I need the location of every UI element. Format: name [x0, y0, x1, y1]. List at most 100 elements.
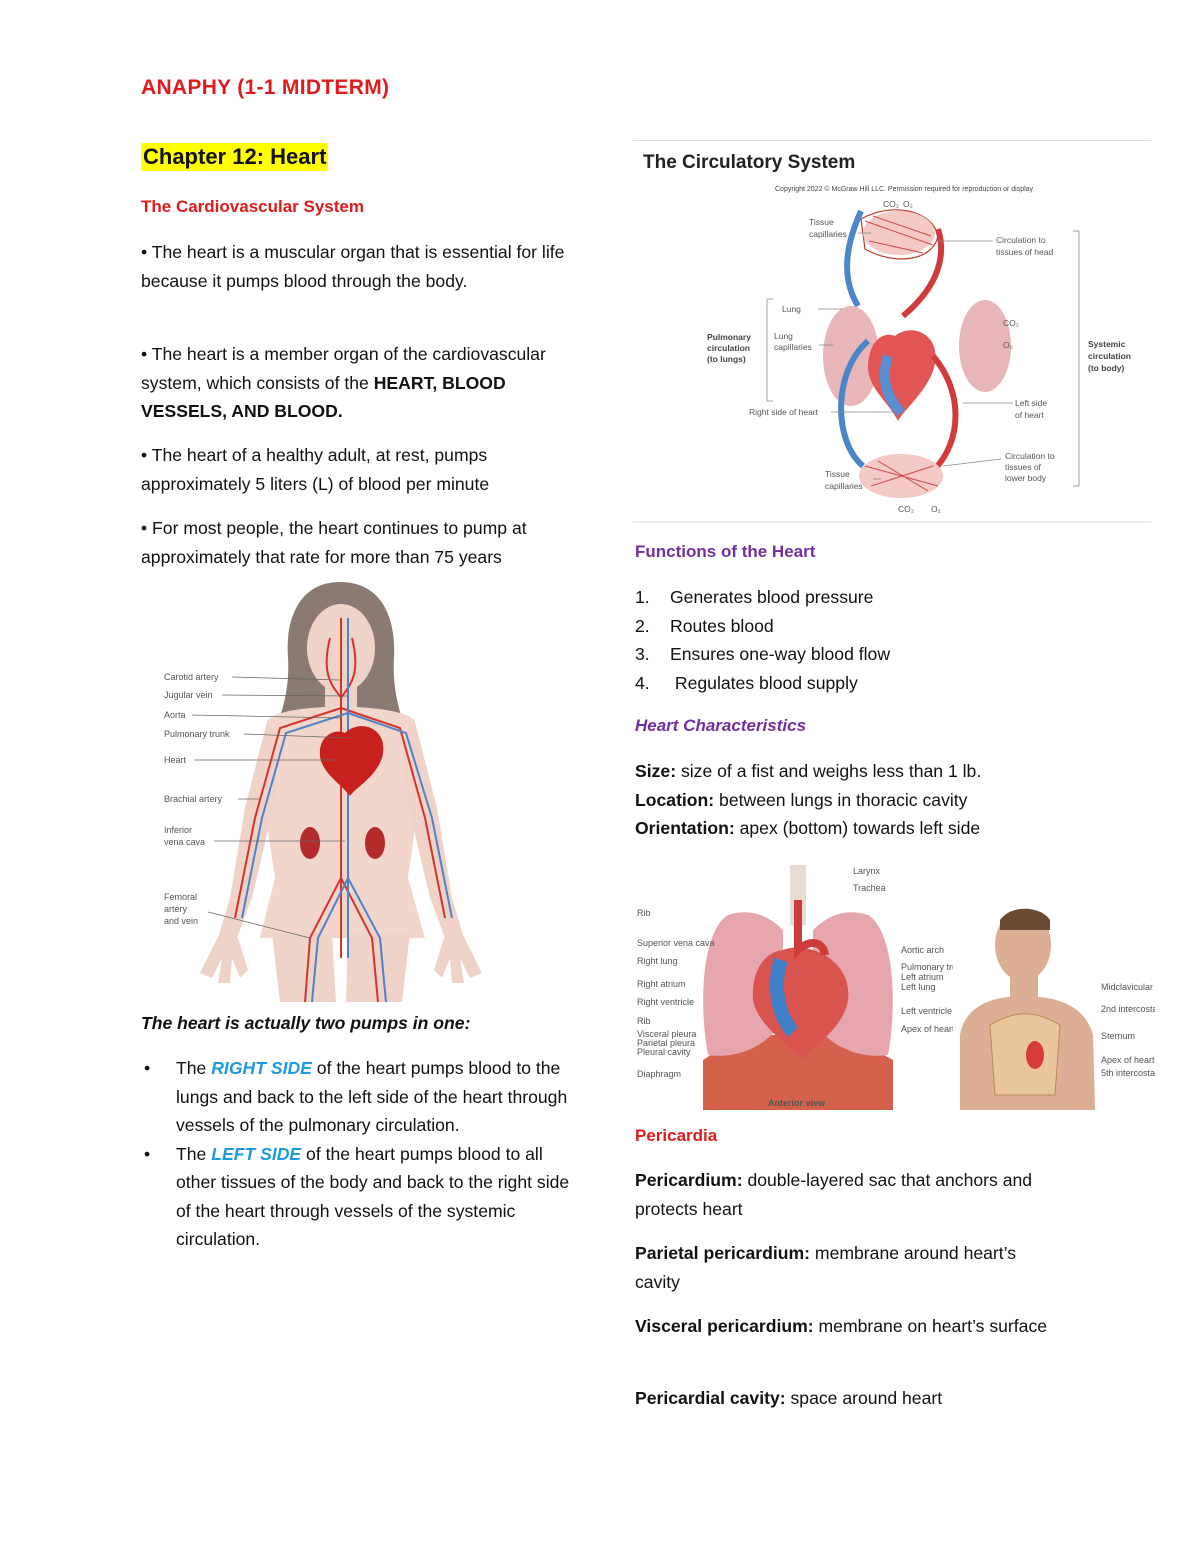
- char-text: between lungs in thoracic cavity: [714, 789, 968, 810]
- circ-figure-title: The Circulatory System: [643, 152, 855, 173]
- two-pumps-item-left: • The LEFT SIDE of the heart pumps blood …: [141, 1140, 571, 1254]
- cardio-paragraph-4: • For most people, the heart continues t…: [141, 518, 527, 567]
- circ-label-systemic-1: Systemic: [1088, 339, 1126, 349]
- char-label: Location:: [635, 789, 715, 810]
- peri-label: Pericardial cavity:: [635, 1388, 786, 1408]
- right-side-highlight: RIGHT SIDE: [211, 1058, 312, 1078]
- function-text: Ensures one-way blood flow: [670, 644, 891, 664]
- bullet-icon: •: [144, 1143, 151, 1164]
- thorax-left-label: Rib: [637, 1016, 651, 1026]
- thorax-left-label: Right ventricle: [637, 997, 694, 1007]
- circ-label-pulmonary-2: circulation: [707, 343, 750, 353]
- thorax-right-label: Pulmonary trunk: [901, 962, 953, 972]
- thorax-anterior-figure: Rib Superior vena cava Right lung Right …: [633, 860, 953, 1110]
- circ-co2-bottom: CO₂: [898, 504, 914, 514]
- thorax-right-label: Aortic arch: [901, 945, 944, 955]
- thorax-left-label: Pleural cavity: [637, 1047, 691, 1057]
- circ-label-right-heart: Right side of heart: [749, 407, 819, 417]
- body-label-heart: Heart: [164, 755, 187, 765]
- thorax-left-label: Superior vena cava: [637, 938, 715, 948]
- pericardia-heading: Pericardia: [635, 1126, 718, 1145]
- char-orientation: Orientation: apex (bottom) towards left …: [635, 814, 1075, 843]
- circ-label-head-2: tissues of head: [996, 247, 1053, 257]
- characteristics-heading: Heart Characteristics: [635, 716, 807, 735]
- thorax-man-figure: Midclavicular line 2nd intercostal space…: [955, 905, 1155, 1110]
- two-pumps-item-right: • The RIGHT SIDE of the heart pumps blood…: [141, 1054, 571, 1140]
- function-item: 2.Routes blood: [635, 615, 774, 636]
- circulatory-system-figure: The Circulatory System Copyright 2022 © …: [633, 140, 1151, 523]
- circ-label-lung-cap-1: Lung: [774, 331, 793, 341]
- body-label-jugular: Jugular vein: [164, 690, 213, 700]
- char-label: Size:: [635, 761, 677, 781]
- body-label-femoral-3: and vein: [164, 916, 198, 926]
- peri-text: double-layered sac that anchors and prot…: [635, 1170, 1033, 1219]
- function-text: Regulates blood supply: [670, 672, 858, 693]
- circ-label-lower-1: Circulation to: [1005, 451, 1055, 461]
- man-label: Midclavicular line: [1101, 982, 1155, 992]
- body-label-aorta: Aorta: [164, 710, 186, 720]
- function-item: 1.Generates blood pressure: [635, 587, 874, 607]
- thorax-left-label: Right atrium: [637, 979, 686, 989]
- body-label-brachial: Brachial artery: [164, 794, 223, 804]
- pericardium-row: Pericardium: double-layered sac that anc…: [635, 1166, 1055, 1223]
- function-text: Routes blood: [670, 615, 774, 636]
- circ-co2-top: CO₂: [883, 199, 899, 209]
- circ-label-tissue-cap-bottom-2: capillaries: [825, 481, 863, 491]
- circ-label-pulmonary-1: Pulmonary: [707, 332, 751, 342]
- circ-co2-right: CO₂: [1003, 318, 1019, 328]
- chapter-heading: Chapter 12: Heart: [141, 143, 329, 171]
- cardio-paragraph-1: • The heart is a muscular organ that is …: [141, 242, 565, 291]
- circ-label-pulmonary-3: (to lungs): [707, 354, 746, 364]
- document-title: ANAPHY (1-1 MIDTERM): [141, 76, 390, 99]
- peri-label: Parietal pericardium:: [635, 1243, 811, 1263]
- functions-heading: Functions of the Heart: [635, 542, 816, 561]
- circ-label-tissue-cap-bottom-1: Tissue: [825, 469, 850, 479]
- man-label: Apex of heart: [1101, 1055, 1155, 1065]
- item-text-pre: The: [176, 1143, 212, 1164]
- body-label-ivc-2: vena cava: [164, 837, 205, 847]
- peri-text: membrane around heart’s cavity: [635, 1243, 1017, 1292]
- cardio-p2-bold: HEART, BLOOD VESSELS, AND BLOOD.: [141, 372, 506, 422]
- man-label: Sternum: [1101, 1031, 1135, 1041]
- man-label: 5th intercostal space: [1101, 1068, 1155, 1078]
- thorax-right-label: Apex of heart: [901, 1024, 953, 1034]
- thorax-caption: Anterior view: [768, 1098, 826, 1108]
- item-text-post: of the heart pumps blood to the lungs an…: [176, 1058, 568, 1135]
- bullet-icon: •: [144, 1058, 151, 1078]
- circ-label-left-heart-1: Left side: [1015, 398, 1047, 408]
- body-label-carotid: Carotid artery: [164, 672, 219, 682]
- body-label-femoral-2: artery: [164, 904, 188, 914]
- left-side-highlight: LEFT SIDE: [211, 1143, 302, 1164]
- thorax-right-label: Left ventricle: [901, 1006, 952, 1016]
- circ-label-head-1: Circulation to: [996, 235, 1046, 245]
- function-item: 3.Ensures one-way blood flow: [635, 644, 891, 664]
- function-text: Generates blood pressure: [670, 587, 874, 607]
- char-label: Orientation:: [635, 818, 735, 838]
- peri-label: Pericardium:: [635, 1170, 743, 1190]
- circ-o2-bottom: O₂: [931, 504, 941, 514]
- item-text-pre: The: [176, 1058, 212, 1078]
- circ-label-systemic-2: circulation: [1088, 351, 1131, 361]
- char-location: Location: between lungs in thoracic cavi…: [635, 786, 1075, 815]
- thorax-left-label: Right lung: [637, 956, 678, 966]
- thorax-left-label: Rib: [637, 908, 651, 918]
- peri-text: membrane on heart’s surface: [813, 1316, 1048, 1336]
- cardio-heading: The Cardiovascular System: [141, 197, 364, 216]
- cardio-paragraph-3: • The heart of a healthy adult, at rest,…: [141, 445, 490, 494]
- thorax-left-label: Diaphragm: [637, 1069, 681, 1079]
- circ-label-lower-2: tissues of: [1005, 462, 1042, 472]
- characteristics-block: Size: size of a fist and weighs less tha…: [635, 757, 1075, 843]
- parietal-row: Parietal pericardium: membrane around he…: [635, 1239, 1065, 1296]
- thorax-right-label: Trachea: [853, 883, 886, 893]
- cavity-row: Pericardial cavity: space around heart: [635, 1384, 1075, 1413]
- circ-o2-top: O₂: [903, 199, 913, 209]
- body-label-femoral-1: Femoral: [164, 892, 197, 902]
- two-pumps-list: • The RIGHT SIDE of the heart pumps blood…: [141, 1054, 571, 1254]
- circ-label-tissue-cap-top: Tissue: [809, 217, 834, 227]
- man-label: 2nd intercostal space: [1101, 1004, 1155, 1014]
- char-size: Size: size of a fist and weighs less tha…: [635, 757, 1075, 786]
- functions-list: 1.Generates blood pressure 2.Routes bloo…: [635, 583, 1065, 697]
- item-text-post: of the heart pumps blood to all other ti…: [176, 1143, 570, 1250]
- thorax-right-label: Larynx: [853, 866, 881, 876]
- circ-label-tissue-cap-top-2: capillaries: [809, 229, 847, 239]
